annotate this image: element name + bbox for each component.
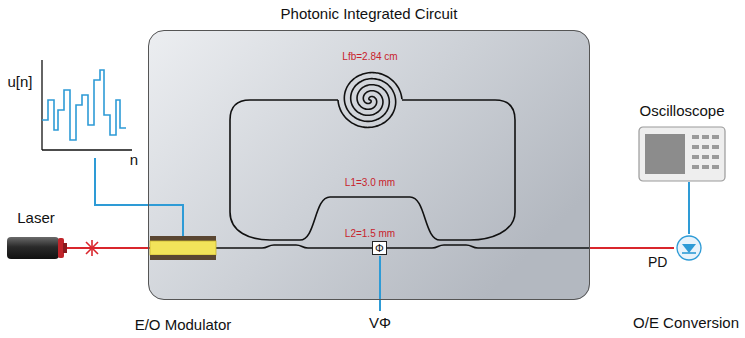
- diode-triangle: [682, 244, 696, 253]
- scope-button: [712, 155, 719, 159]
- oscilloscope-icon: [638, 126, 726, 182]
- plot-axis: [41, 60, 42, 150]
- scope-button: [712, 135, 719, 139]
- photodiode-icon: [674, 234, 704, 262]
- waveguide-lower: [216, 245, 590, 248]
- axis-label: n: [130, 151, 138, 168]
- electrode: [150, 236, 216, 241]
- laser-label: Laser: [17, 209, 55, 226]
- scope-button: [702, 145, 709, 149]
- laser-source-icon: [5, 236, 67, 260]
- scope-button: [702, 165, 709, 169]
- signal-trace: [42, 70, 126, 140]
- scope-screen: [645, 134, 685, 174]
- scope-button: [702, 135, 709, 139]
- signal-name: u[n]: [7, 73, 32, 90]
- scope-button: [712, 165, 719, 169]
- laser-source: Laser: [5, 236, 67, 260]
- chip-title: Photonic Integrated Circuit: [149, 5, 589, 22]
- signal-cable: [688, 182, 690, 234]
- diode-bar: [682, 252, 696, 254]
- phase-symbol: Φ: [375, 242, 384, 254]
- electrode: [150, 255, 216, 260]
- phase-shifter: Φ: [372, 241, 387, 255]
- chip-background: [148, 30, 590, 300]
- scope-button: [692, 145, 699, 149]
- photodiode-body: [677, 236, 701, 260]
- length-label: L2=1.5 mm: [345, 228, 395, 240]
- length-label: L1=3.0 mm: [345, 177, 395, 189]
- modulator: E/O Modulator: [150, 236, 216, 260]
- stage-label: O/E Conversion: [633, 314, 739, 331]
- scope-button: [692, 165, 699, 169]
- photodiode: PD: [674, 234, 704, 262]
- laser-aperture: [63, 243, 67, 253]
- oscilloscope: Oscilloscope: [638, 126, 726, 182]
- delay-spiral: [338, 73, 402, 128]
- optical-output: [590, 247, 674, 249]
- bias-wire: [379, 256, 381, 311]
- scope-button: [702, 155, 709, 159]
- modulator-label: E/O Modulator: [135, 316, 232, 333]
- oscilloscope-label: Oscilloscope: [639, 102, 724, 119]
- length-label: Lfb=2.84 cm: [342, 51, 397, 63]
- voltage-label: VΦ: [369, 314, 391, 331]
- drive-wire: [95, 158, 183, 236]
- scope-button: [692, 155, 699, 159]
- laser-beam: [67, 247, 150, 249]
- laser-body: [7, 237, 59, 259]
- plot-axis: [42, 149, 132, 150]
- scope-button: [712, 145, 719, 149]
- modulator-crystal: [150, 241, 216, 255]
- scope-button: [692, 135, 699, 139]
- photodiode-label: PD: [648, 254, 667, 270]
- modulator-icon: [150, 236, 216, 260]
- scope-body: [639, 127, 725, 181]
